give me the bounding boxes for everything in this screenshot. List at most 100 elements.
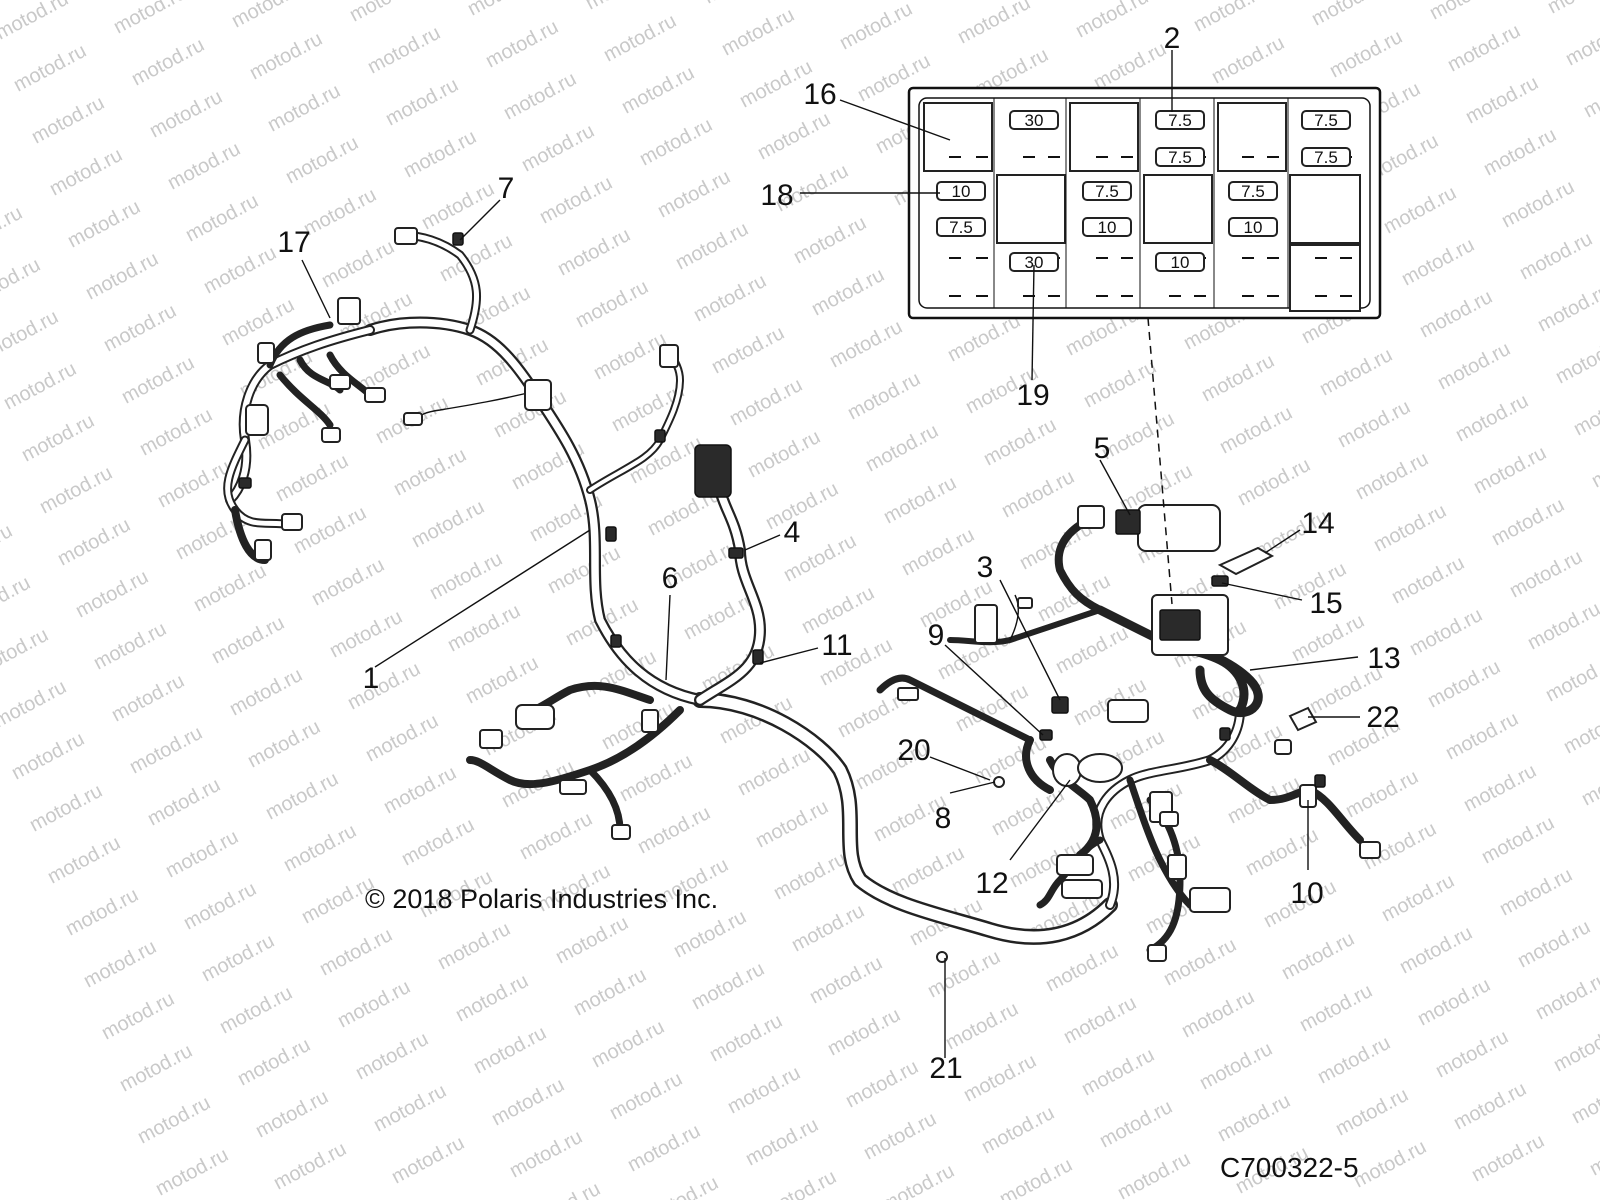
watermark-text: motod.ru (1090, 38, 1170, 94)
watermark-text: motod.ru (370, 1080, 450, 1136)
watermark-text: motod.ru (434, 918, 514, 974)
watermark-text: motod.ru (216, 982, 296, 1038)
watermark-text: motod.ru (1562, 14, 1600, 70)
watermark-text: motod.ru (670, 906, 750, 962)
watermark-text: motod.ru (1452, 390, 1532, 446)
watermark-text: motod.ru (54, 514, 134, 570)
watermark-text: motod.ru (1588, 436, 1600, 492)
harness-connectors (238, 227, 1381, 963)
watermark-text: motod.ru (1544, 0, 1600, 18)
watermark-text: motod.ru (500, 68, 580, 124)
watermark-text: motod.ru (1314, 1032, 1394, 1088)
watermark-text: motod.ru (190, 560, 270, 616)
watermark-text: motod.ru (1242, 824, 1322, 880)
watermark-text: motod.ru (770, 848, 850, 904)
watermark-text: motod.ru (1370, 500, 1450, 556)
watermark-text: motod.ru (1114, 1148, 1194, 1200)
watermark-text: motod.ru (146, 86, 226, 142)
watermark-text: motod.ru (536, 172, 616, 228)
watermark-text: motod.ru (1414, 974, 1494, 1030)
watermark-text: motod.ru (398, 814, 478, 870)
watermark-text: motod.ru (582, 0, 662, 14)
watermark-text: motod.ru (1552, 332, 1600, 388)
watermark-text: motod.ru (162, 826, 242, 882)
watermark-text: motod.ru (270, 1138, 350, 1194)
watermark-text: motod.ru (1234, 454, 1314, 510)
watermark-text: motod.ru (1214, 1090, 1294, 1146)
watermark-text: motod.ru (878, 1160, 958, 1200)
watermark-text: motod.ru (862, 420, 942, 476)
watermark-text: motod.ru (1096, 1096, 1176, 1152)
watermark-text: motod.ru (228, 0, 308, 32)
watermark-text: motod.ru (1380, 182, 1460, 238)
watermark-text: motod.ru (244, 716, 324, 772)
watermark-text: motod.ru (0, 306, 62, 362)
watermark-text: motod.ru (72, 566, 152, 622)
callout-7: 7 (498, 172, 515, 205)
watermark-text: motod.ru (634, 802, 714, 858)
watermark-text: motod.ru (252, 1086, 332, 1142)
watermark-text: motod.ru (1042, 940, 1122, 996)
watermark-text: motod.ru (606, 1068, 686, 1124)
watermark-text: motod.ru (1388, 552, 1468, 608)
watermark-text: motod.ru (788, 900, 868, 956)
watermark-text: motod.ru (1208, 32, 1288, 88)
watermark-text: motod.ru (1478, 812, 1558, 868)
watermark-text: motod.ru (836, 0, 916, 54)
fuse-rating-30: 30 (1025, 111, 1044, 130)
watermark-text: motod.ru (1580, 66, 1600, 122)
fuse-rating-7-5: 7.5 (1168, 148, 1192, 167)
watermark-text: motod.ru (988, 784, 1068, 840)
watermark-text: motod.ru (1532, 968, 1600, 1024)
watermark-text: motod.ru (62, 884, 142, 940)
watermark-text: motod.ru (754, 108, 834, 164)
watermark-text: motod.ru (0, 676, 70, 732)
watermark-text: motod.ru (1570, 384, 1600, 440)
watermark-text: motod.ru (198, 930, 278, 986)
watermark-text: motod.ru (724, 1062, 804, 1118)
watermark-text: motod.ru (390, 444, 470, 500)
callout-14: 14 (1301, 507, 1334, 540)
watermark-text: motod.ru (82, 248, 162, 304)
watermark-text: motod.ru (1352, 448, 1432, 504)
watermark-text: motod.ru (1296, 980, 1376, 1036)
watermark-text: motod.ru (1278, 928, 1358, 984)
watermark-text: motod.ru (954, 0, 1034, 48)
fuse: 10 (936, 181, 986, 201)
watermark-text: motod.ru (1406, 604, 1486, 660)
watermark-text: motod.ru (1432, 1026, 1512, 1082)
watermark-text: motod.ru (470, 1022, 550, 1078)
watermark-text: motod.ru (1524, 598, 1600, 654)
watermark-text: motod.ru (116, 1040, 196, 1096)
watermark-text: motod.ru (164, 138, 244, 194)
watermark-text: motod.ru (1334, 396, 1414, 452)
callout-12: 12 (975, 867, 1008, 900)
watermark-text: motod.ru (888, 842, 968, 898)
watermark-text: motod.ru (1514, 916, 1594, 972)
watermark-text: motod.ru (1396, 922, 1476, 978)
watermark-text: motod.ru (826, 316, 906, 372)
watermark-text: motod.ru (842, 1056, 922, 1112)
watermark-text: motod.ru (516, 808, 596, 864)
callout-21: 21 (929, 1052, 962, 1085)
watermark-text: motod.ru (1578, 754, 1600, 810)
watermark-text: motod.ru (118, 352, 198, 408)
watermark-text: motod.ru (1424, 656, 1504, 712)
watermark-text: motod.ru (600, 10, 680, 66)
callout-15: 15 (1309, 587, 1342, 620)
watermark-text: motod.ru (1316, 344, 1396, 400)
watermark-text: motod.ru (980, 414, 1060, 470)
watermark-text: motod.ru (860, 1108, 940, 1164)
fuse-panel: 30 7.5 7.5 7.5 7.5 10 7.5 7.5 (907, 86, 1382, 320)
callout-6: 6 (662, 562, 679, 595)
callout-19: 19 (1016, 379, 1049, 412)
fuse: 7.5 (1155, 147, 1205, 167)
watermark-text: motod.ru (44, 832, 124, 888)
watermark-text: motod.ru (180, 878, 260, 934)
fuse: 10 (1082, 217, 1132, 237)
watermark-text: motod.ru (898, 524, 978, 580)
fuse-rating-7-5: 7.5 (1241, 182, 1265, 201)
watermark-text: motod.ru (0, 358, 80, 414)
watermark-text: motod.ru (316, 924, 396, 980)
watermark-text: motod.ru (0, 254, 44, 310)
